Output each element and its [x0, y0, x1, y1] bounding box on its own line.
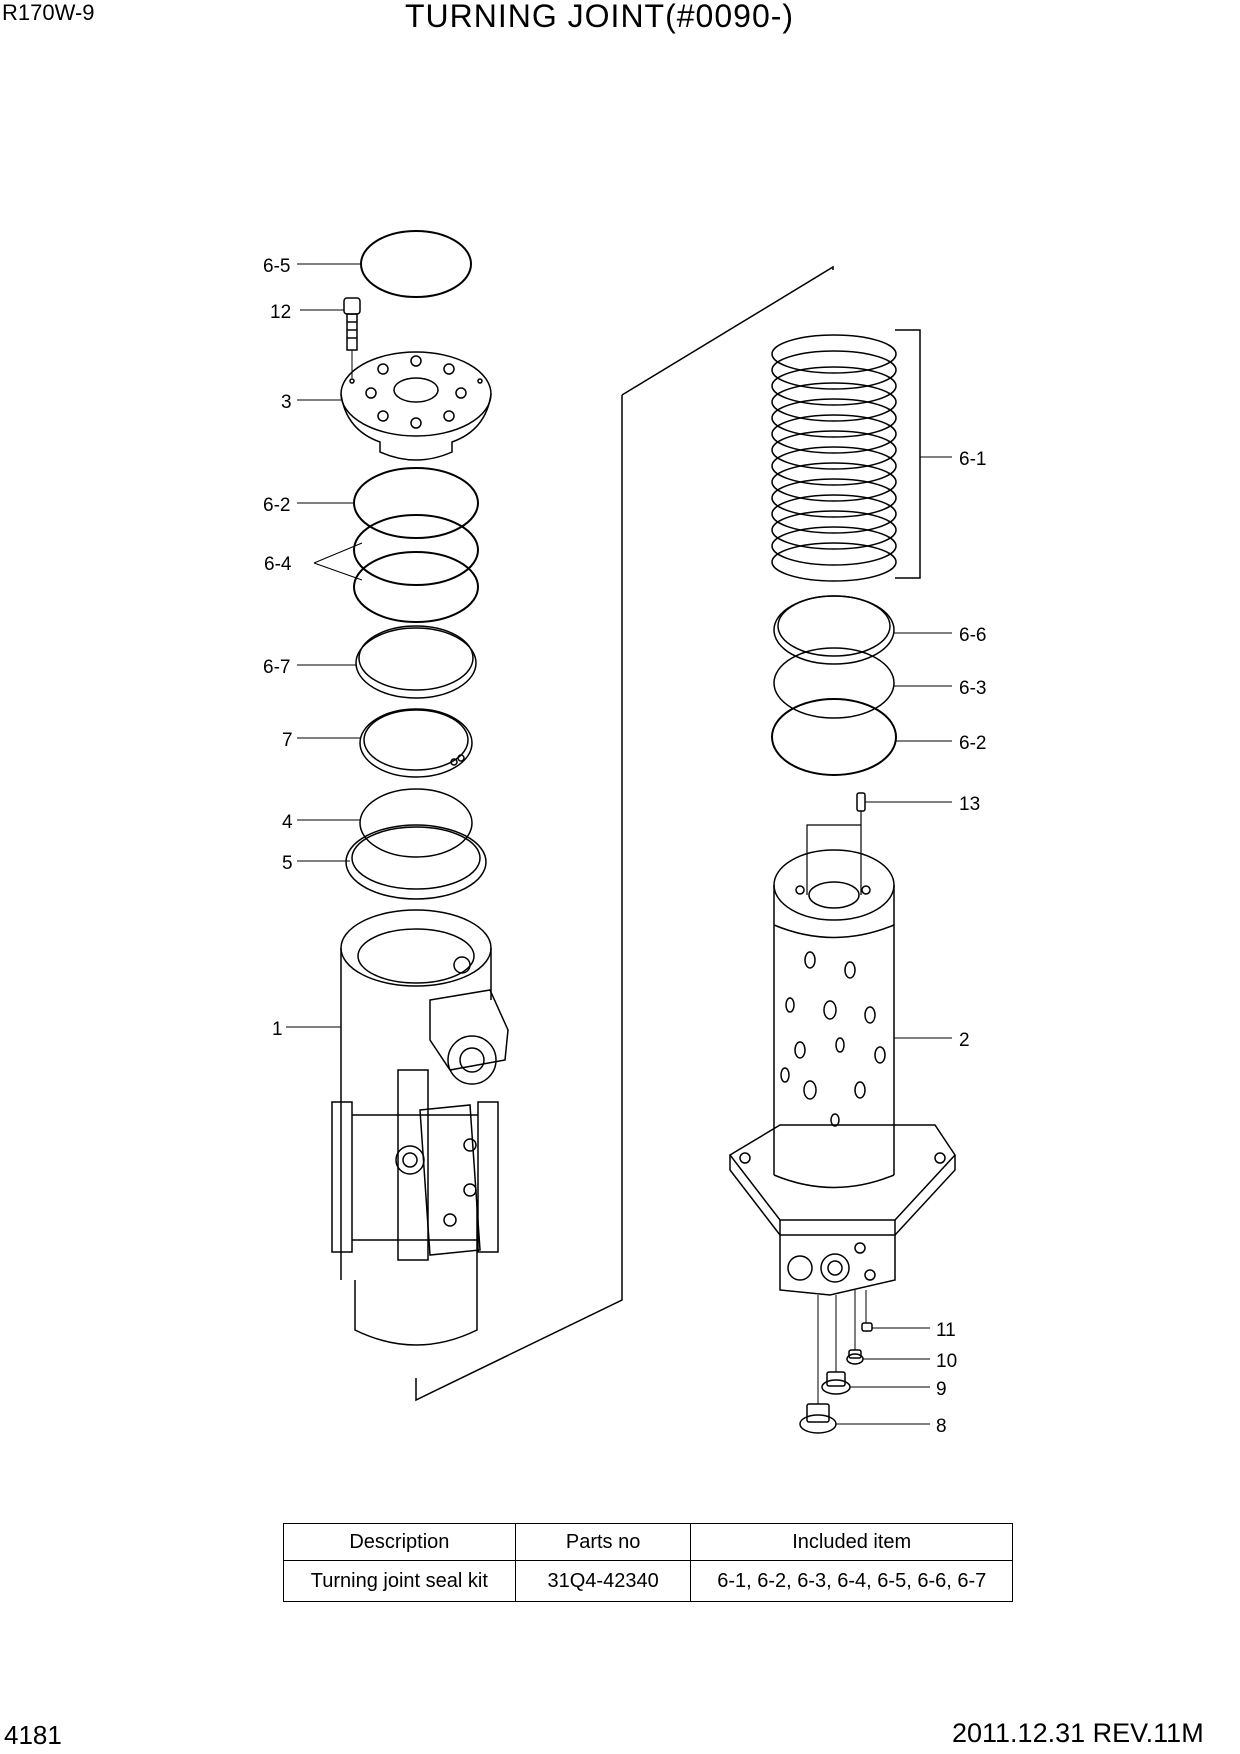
o-ring-6-4-a	[353, 514, 479, 586]
table-header-row: Description Parts no Included item	[283, 1523, 1013, 1561]
callout-6-4: 6-4	[264, 554, 292, 575]
header-included-item: Included item	[690, 1523, 1013, 1561]
seal-kit-table: Description Parts no Included item Turni…	[283, 1523, 1013, 1602]
plug-11	[861, 1322, 873, 1332]
callout-9: 9	[936, 1379, 947, 1400]
cell-included-item: 6-1, 6-2, 6-3, 6-4, 6-5, 6-6, 6-7	[690, 1560, 1013, 1602]
plug-9	[821, 1371, 851, 1395]
ring-5	[345, 824, 487, 900]
callout-10: 10	[936, 1351, 957, 1372]
callout-6-5: 6-5	[263, 256, 290, 277]
connector-line-lower	[415, 395, 623, 1402]
callout-12: 12	[270, 302, 291, 323]
callout-6-2-left: 6-2	[263, 495, 290, 516]
shaft-2	[728, 849, 956, 1296]
pin-13-leader	[806, 811, 862, 895]
page-number: 4181	[4, 1720, 62, 1750]
o-ring-6-2-right	[771, 698, 897, 776]
hub-1	[331, 909, 509, 1346]
bracket-6-1	[895, 329, 921, 579]
bolt-12	[343, 297, 361, 351]
header-parts-no: Parts no	[514, 1523, 692, 1561]
callout-8: 8	[936, 1416, 947, 1437]
connector-line	[621, 265, 834, 396]
snap-ring-7	[359, 708, 473, 778]
cover-3	[340, 351, 492, 461]
model-number: R170W-9	[2, 0, 95, 25]
revision-date: 2011.12.31 REV.11M	[952, 1718, 1204, 1748]
ring-6-6	[773, 595, 895, 665]
ring-6-3	[773, 647, 895, 719]
callout-3: 3	[281, 392, 292, 413]
pin-13	[856, 792, 866, 812]
o-ring-6-4-b	[353, 551, 479, 623]
cell-description: Turning joint seal kit	[283, 1560, 516, 1602]
callout-4: 4	[282, 812, 293, 833]
leader-lines	[286, 263, 952, 1425]
callout-7: 7	[282, 730, 293, 751]
callout-6-6: 6-6	[959, 625, 986, 646]
plug-8	[799, 1403, 837, 1434]
o-ring-6-5	[360, 230, 472, 298]
callout-5: 5	[282, 853, 293, 874]
callout-2: 2	[959, 1030, 970, 1051]
table-row: Turning joint seal kit 31Q4-42340 6-1, 6…	[283, 1560, 1013, 1602]
cell-parts-no: 31Q4-42340	[514, 1560, 692, 1602]
callout-6-2-right: 6-2	[959, 733, 986, 754]
callout-11: 11	[936, 1320, 956, 1341]
callout-6-7: 6-7	[263, 657, 290, 678]
callout-6-3: 6-3	[959, 678, 986, 699]
page-title: TURNING JOINT(#0090-)	[405, 0, 795, 34]
ring-4	[359, 788, 473, 858]
seal-stack-6-1	[771, 334, 897, 582]
callout-1: 1	[272, 1019, 283, 1040]
callout-6-1: 6-1	[959, 449, 986, 470]
callout-13: 13	[959, 794, 980, 815]
o-ring-6-2-left	[353, 467, 479, 539]
plug-10	[846, 1349, 864, 1365]
header-description: Description	[283, 1523, 516, 1561]
ring-6-7	[355, 625, 477, 699]
